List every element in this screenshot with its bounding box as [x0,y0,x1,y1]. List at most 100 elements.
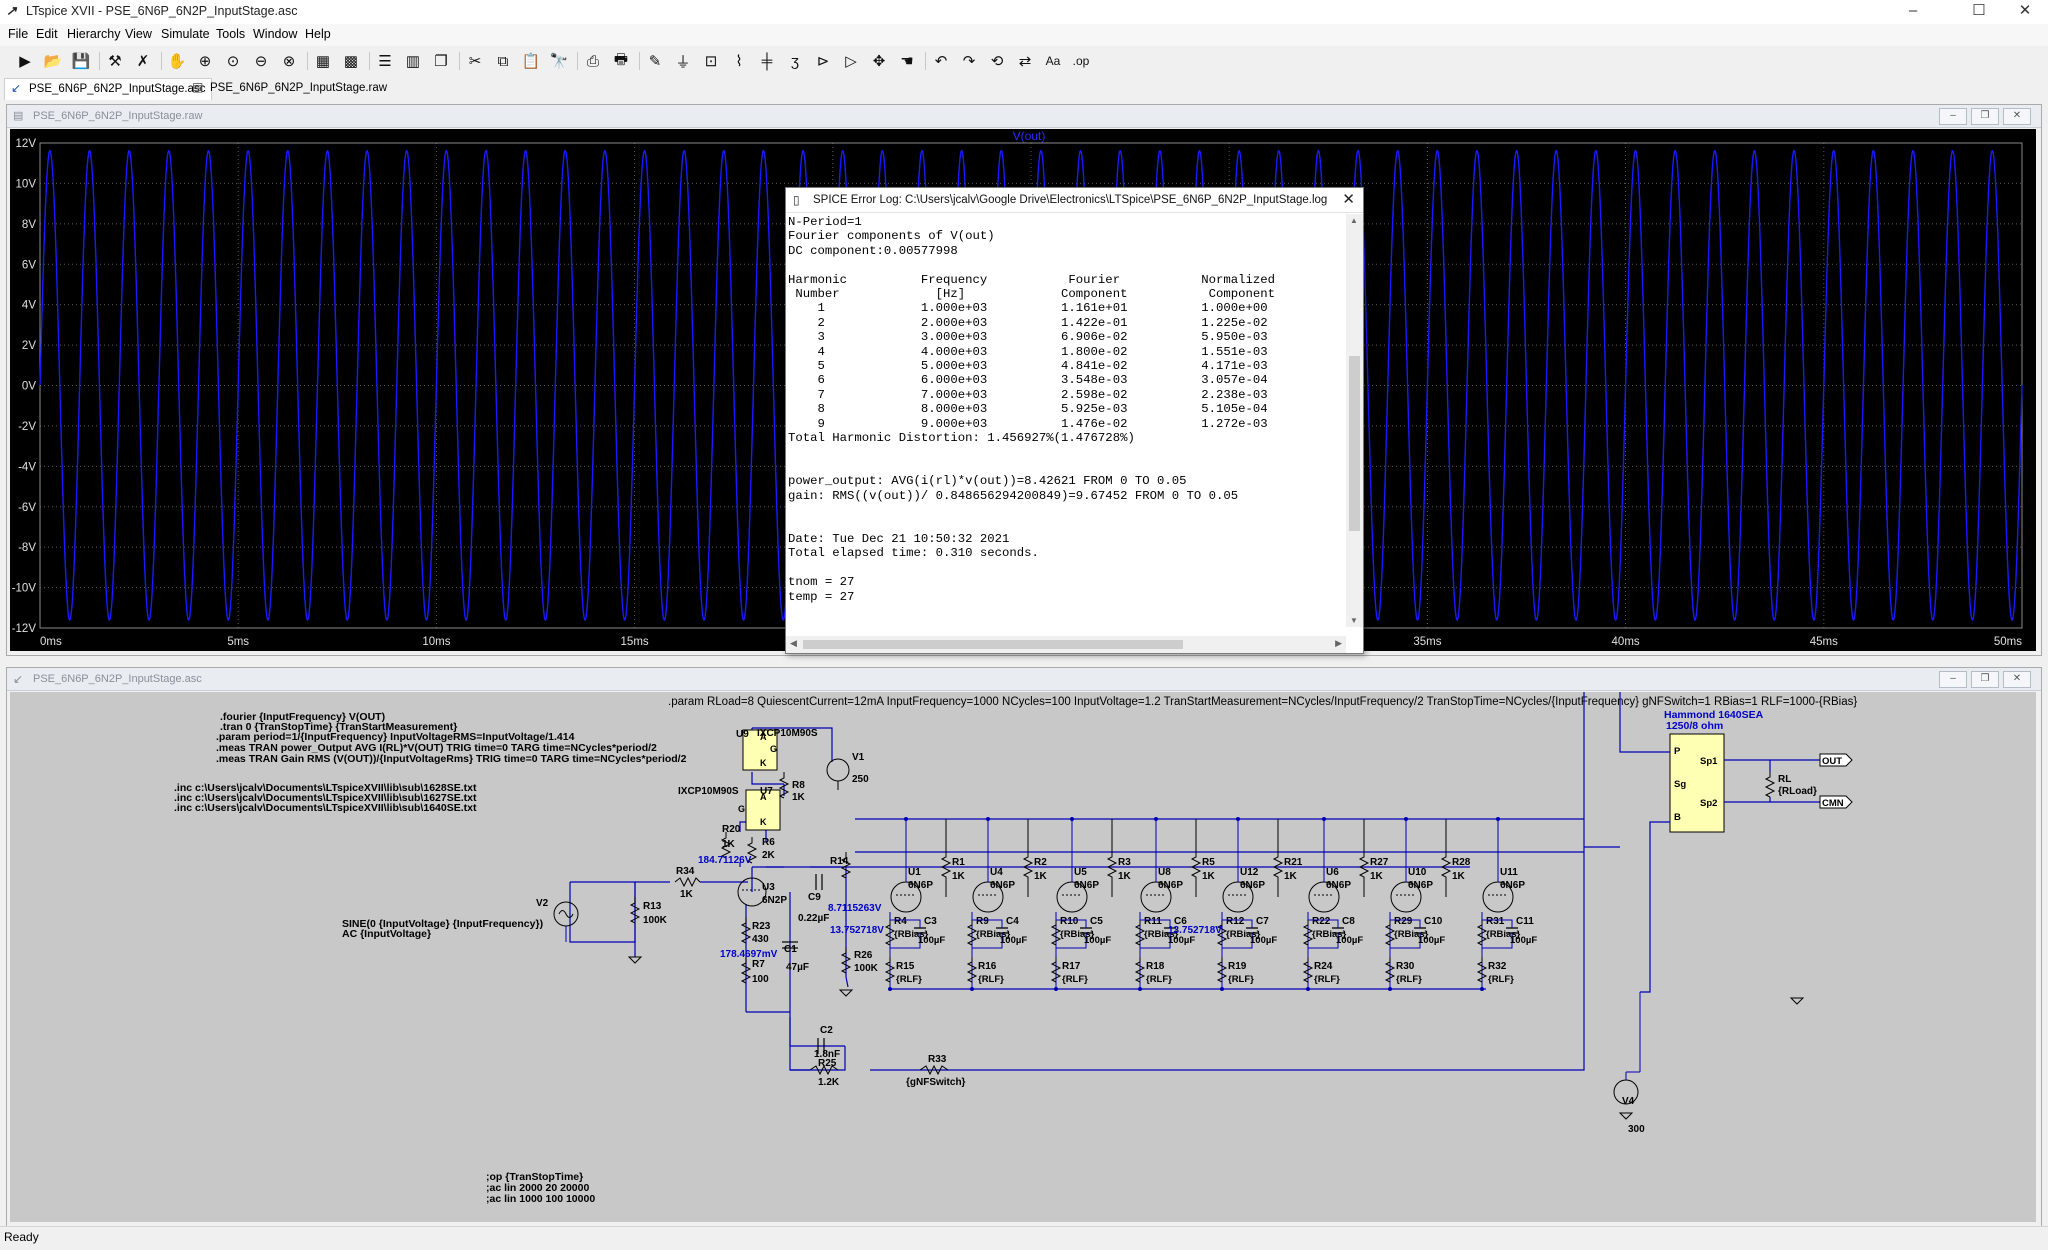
horizontal-scroll-thumb[interactable] [803,640,1183,649]
drag-icon[interactable]: ☚ [900,53,914,70]
rlf-resistor-r16[interactable] [966,957,978,983]
screen-resistor-r21[interactable] [1272,819,1284,897]
control-panel-icon[interactable]: ⚒ [108,53,122,70]
error-log-titlebar[interactable]: ▯ SPICE Error Log: C:\Users\jcalv\Google… [786,188,1363,213]
print-preview-icon[interactable]: ⎙ [586,52,599,70]
bias-resistor-r22[interactable] [1302,920,1314,946]
minimize-button[interactable]: – [1908,2,1918,19]
menu-help[interactable]: Help [305,27,331,41]
resistor-icon[interactable]: ⌇ [735,53,743,70]
rlf-resistor-r17[interactable] [1050,957,1062,983]
tab-waveform[interactable]: ▤ PSE_6N6P_6N2P_InputStage.raw [186,78,393,99]
r33-resistor[interactable] [919,1064,949,1076]
menu-simulate[interactable]: Simulate [161,27,210,41]
meas-gain-directive[interactable]: .meas TRAN Gain RMS (V(OUT))/{InputVolta… [216,753,687,765]
paste-icon[interactable]: 📋 [521,53,541,70]
menu-tools[interactable]: Tools [216,27,246,41]
bias-resistor-r4[interactable] [884,920,896,946]
text-icon[interactable]: Aa [1045,54,1061,68]
inductor-icon[interactable]: ʒ [790,52,800,70]
c9-capacitor[interactable] [815,874,823,890]
r14-resistor[interactable] [840,852,852,879]
probe-icon[interactable]: ✗ [136,53,150,70]
label-net-icon[interactable]: ⊡ [704,53,718,70]
error-log-close-button[interactable]: ✕ [1342,191,1355,208]
rl-resistor[interactable] [1764,772,1776,798]
error-log-text[interactable]: N-Period=1 Fourier components of V(out) … [788,215,1276,604]
rlf-resistor-r15[interactable] [884,957,896,983]
bias-resistor-r9[interactable] [966,920,978,946]
zoom-fit-icon[interactable]: ⊗ [282,53,296,70]
capacitor-icon[interactable]: ╪ [761,52,773,70]
rlf-resistor-r30[interactable] [1384,957,1396,983]
u7-mosfet[interactable]: A G K [738,789,781,831]
redo-icon[interactable]: ↷ [962,53,976,70]
param-directive[interactable]: .param RLoad=8 QuiescentCurrent=12mA Inp… [668,696,1857,708]
open-icon[interactable]: 📂 [43,53,63,70]
cascade-icon[interactable]: ❐ [434,53,448,70]
zoom-in-icon[interactable]: ⊕ [198,53,212,70]
vertical-scroll-thumb[interactable] [1349,356,1360,531]
tran-directive[interactable]: .tran 0 {TranStopTime} {TranStartMeasure… [220,721,457,733]
scroll-up-arrow-icon[interactable]: ▲ [1350,216,1358,225]
schematic-window-titlebar[interactable]: ↙ PSE_6N6P_6N2P_InputStage.asc – ❐ ✕ [7,668,2041,691]
param-period-directive[interactable]: .param period=1/{InputFrequency} InputVo… [216,731,575,743]
v4-source[interactable] [1613,992,1641,1105]
rlf-resistor-r32[interactable] [1476,957,1488,983]
scroll-right-arrow-icon[interactable]: ▶ [1335,638,1342,648]
waveform-close-button[interactable]: ✕ [2003,108,2031,125]
waveform-window-titlebar[interactable]: ▤ PSE_6N6P_6N2P_InputStage.raw – ❐ ✕ [7,105,2041,128]
menu-file[interactable]: File [8,27,29,41]
cut-icon[interactable]: ✂ [468,53,482,70]
tile-vertical-icon[interactable]: ▥ [405,53,421,70]
r6-resistor[interactable] [746,837,758,864]
bias-resistor-r10[interactable] [1050,920,1062,946]
menu-hierarchy[interactable]: Hierarchy [67,27,121,41]
mirror-icon[interactable]: ⇄ [1018,53,1032,70]
bias-resistor-r31[interactable] [1476,920,1488,946]
ac-directive-1[interactable]: ;ac lin 2000 20 20000 [486,1182,589,1194]
tab-schematic[interactable]: ↙ PSE_6N6P_6N2P_InputStage.asc [4,78,213,100]
c1-capacitor[interactable] [782,941,798,949]
maximize-button[interactable]: ☐ [1972,2,1986,19]
menu-view[interactable]: View [125,27,152,41]
rlf-resistor-r19[interactable] [1216,957,1228,983]
find-icon[interactable]: 🔭 [549,53,569,70]
schematic-close-button[interactable]: ✕ [2003,671,2031,688]
error-log-vertical-scrollbar[interactable]: ▲ ▼ [1346,214,1363,627]
sine-source-text[interactable]: SINE(0 {InputVoltage} {InputFrequency}) [342,918,543,930]
bias-resistor-r11[interactable] [1134,920,1146,946]
print-icon[interactable]: 🖶 [613,50,629,68]
r26-resistor[interactable] [840,947,852,974]
screen-resistor-r1[interactable] [940,819,952,897]
ac-source-text[interactable]: AC {InputVoltage} [342,928,431,940]
screen-resistor-r2[interactable] [1022,819,1034,897]
waveform-restore-button[interactable]: ❐ [1971,108,1999,125]
rotate-icon[interactable]: ⟲ [990,53,1004,70]
save-icon[interactable]: 💾 [71,53,91,70]
ground-icon[interactable]: ⏚ [675,53,691,71]
u3-triode[interactable] [737,877,767,907]
r34-resistor[interactable] [674,876,701,888]
rlf-resistor-r24[interactable] [1302,957,1314,983]
ac-directive-2[interactable]: ;ac lin 1000 100 10000 [486,1193,595,1205]
pan-icon[interactable]: ✋ [167,53,187,70]
scroll-left-arrow-icon[interactable]: ◀ [790,638,797,648]
component-icon[interactable]: ▷ [845,53,857,70]
copy-icon[interactable]: ⧉ [497,52,509,70]
schematic-restore-button[interactable]: ❐ [1971,671,1999,688]
c2-capacitor[interactable] [817,1038,825,1054]
rlf-resistor-r18[interactable] [1134,957,1146,983]
error-log-content[interactable]: N-Period=1 Fourier components of V(out) … [788,215,1340,625]
fourier-directive[interactable]: .fourier {InputFrequency} V(OUT) [220,711,385,723]
r20-resistor[interactable] [720,832,732,859]
zoom-back-icon[interactable]: ⊙ [226,53,240,70]
autorange-icon[interactable]: ▦ [315,53,331,70]
screen-resistor-r3[interactable] [1106,819,1118,897]
out-port[interactable]: OUT [1819,753,1853,767]
run-icon[interactable]: ▶ [19,53,31,70]
meas-power-directive[interactable]: .meas TRAN power_Output AVG I(RL)*V(OUT)… [216,742,657,754]
cmn-port[interactable]: CMN [1819,795,1853,809]
schematic-minimize-button[interactable]: – [1939,671,1967,688]
draw-wire-icon[interactable]: ✎ [648,53,662,70]
